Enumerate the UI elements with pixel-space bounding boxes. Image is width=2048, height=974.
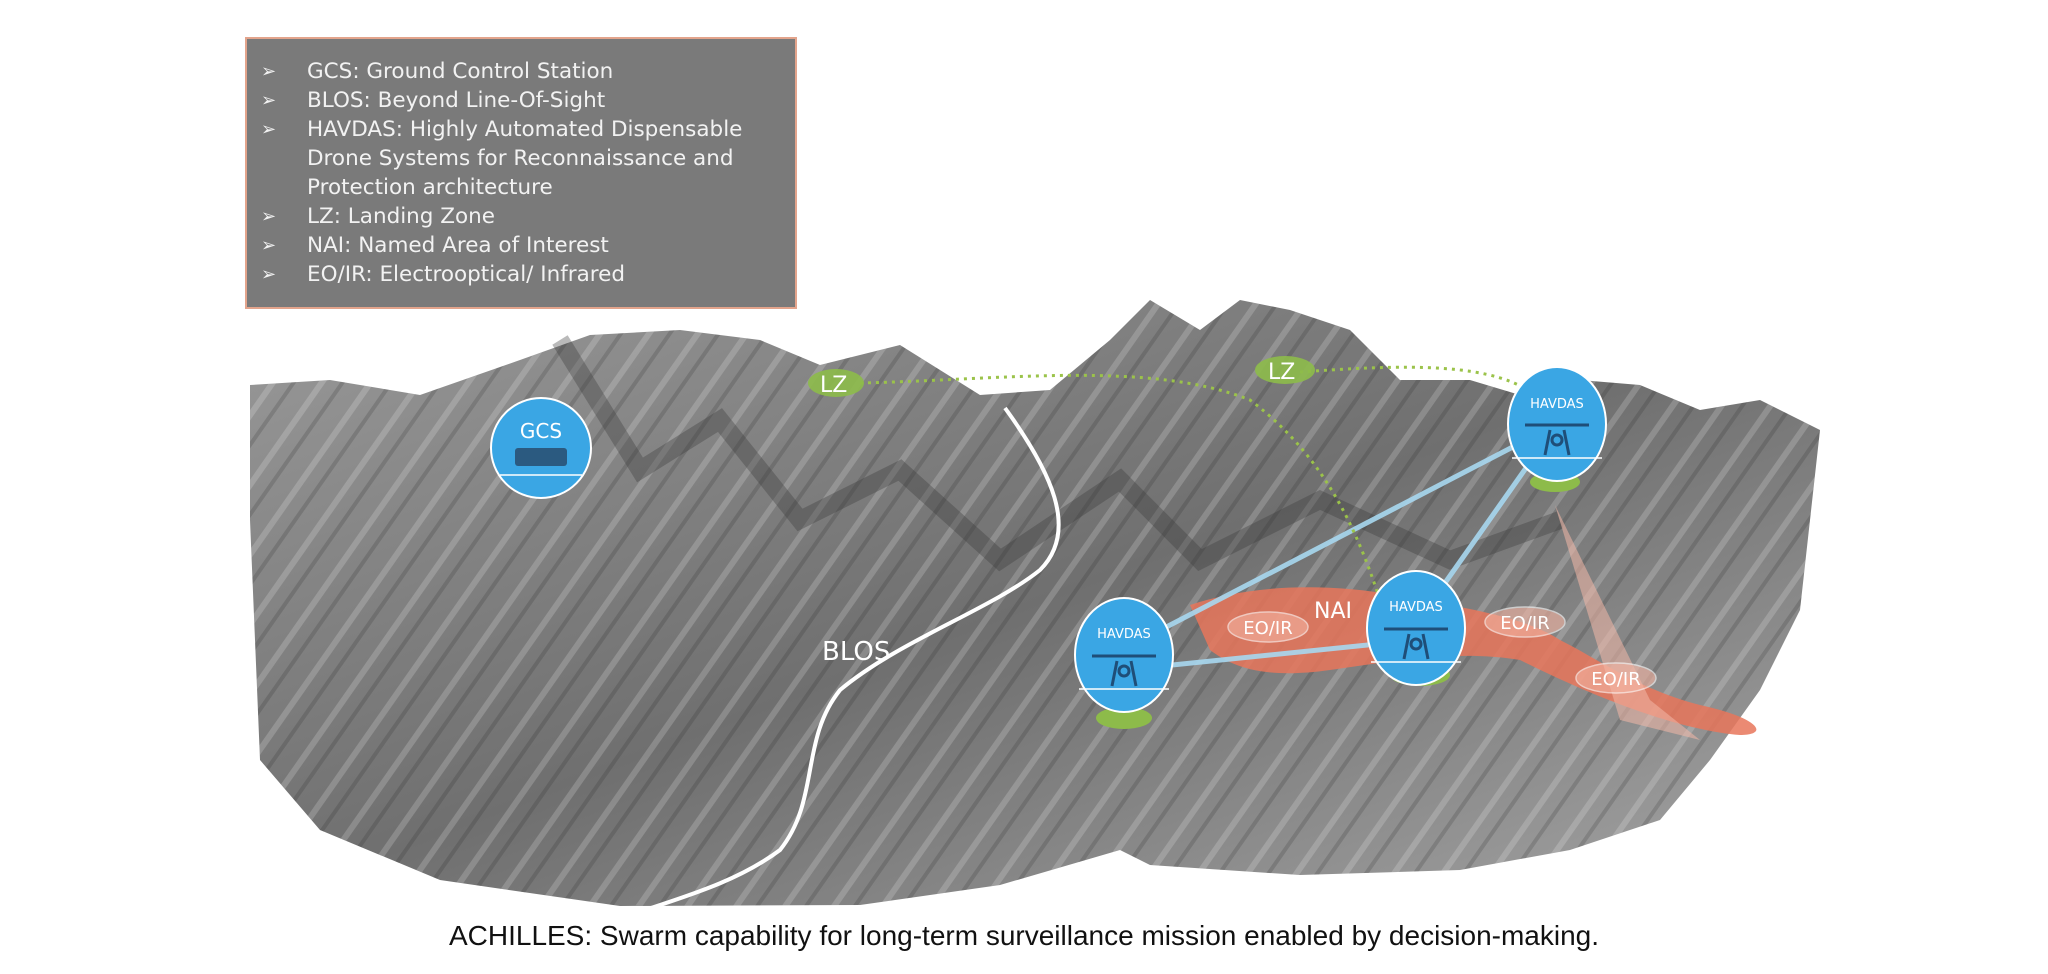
svg-text:HAVDAS: HAVDAS	[1097, 627, 1151, 642]
svg-text:GCS: GCS	[520, 419, 562, 443]
arrow-bullet-icon: ➢	[261, 90, 277, 111]
svg-text:HAVDAS: HAVDAS	[1530, 397, 1584, 412]
svg-text:EO/IR: EO/IR	[1500, 613, 1549, 634]
blos-boundary	[644, 406, 1061, 912]
legend-item: ➢BLOS: Beyond Line-Of-Sight	[261, 88, 606, 113]
landing-zone-1: LZ	[808, 369, 864, 398]
arrow-bullet-icon: ➢	[261, 61, 277, 82]
havdas-node-middle[interactable]: HAVDAS	[1366, 570, 1466, 686]
drone-icon	[1092, 654, 1156, 687]
eoir-label-3: EO/IR	[1575, 662, 1657, 694]
acronym-legend: ➢GCS: Ground Control Station ➢BLOS: Beyo…	[245, 37, 797, 309]
eoir-label-1: EO/IR	[1227, 611, 1309, 643]
landing-pad	[1096, 707, 1152, 729]
arrow-bullet-icon: ➢	[261, 206, 277, 227]
legend-item: ➢NAI: Named Area of Interest	[261, 233, 609, 258]
drone-icon	[1525, 423, 1589, 456]
svg-text:HAVDAS: HAVDAS	[1389, 600, 1443, 615]
landing-zone-2: LZ	[1255, 356, 1315, 385]
arrow-bullet-icon: ➢	[261, 264, 277, 285]
drone-icon	[1384, 627, 1448, 660]
svg-text:LZ: LZ	[1268, 360, 1295, 385]
havdas-node-top[interactable]: HAVDAS	[1507, 366, 1607, 482]
svg-text:EO/IR: EO/IR	[1243, 618, 1292, 639]
legend-item: ➢HAVDAS: Highly Automated Dispensable Dr…	[261, 117, 743, 200]
svg-text:EO/IR: EO/IR	[1591, 669, 1640, 690]
svg-text:LZ: LZ	[820, 373, 847, 398]
havdas-node-left[interactable]: HAVDAS	[1074, 597, 1174, 713]
legend-item: ➢GCS: Ground Control Station	[261, 59, 614, 84]
arrow-bullet-icon: ➢	[261, 235, 277, 256]
arrow-bullet-icon: ➢	[261, 119, 277, 140]
figure-caption: ACHILLES: Swarm capability for long-term…	[448, 920, 1600, 951]
gcs-node[interactable]: GCS	[490, 397, 592, 499]
blos-label: BLOS	[822, 637, 890, 667]
eoir-label-2: EO/IR	[1484, 606, 1566, 638]
nai-label: NAI	[1314, 599, 1352, 624]
terrain	[250, 300, 1820, 906]
legend-item: ➢LZ: Landing Zone	[261, 204, 496, 229]
vehicle-icon	[515, 448, 567, 466]
legend-item: ➢EO/IR: Electrooptical/ Infrared	[261, 262, 626, 287]
